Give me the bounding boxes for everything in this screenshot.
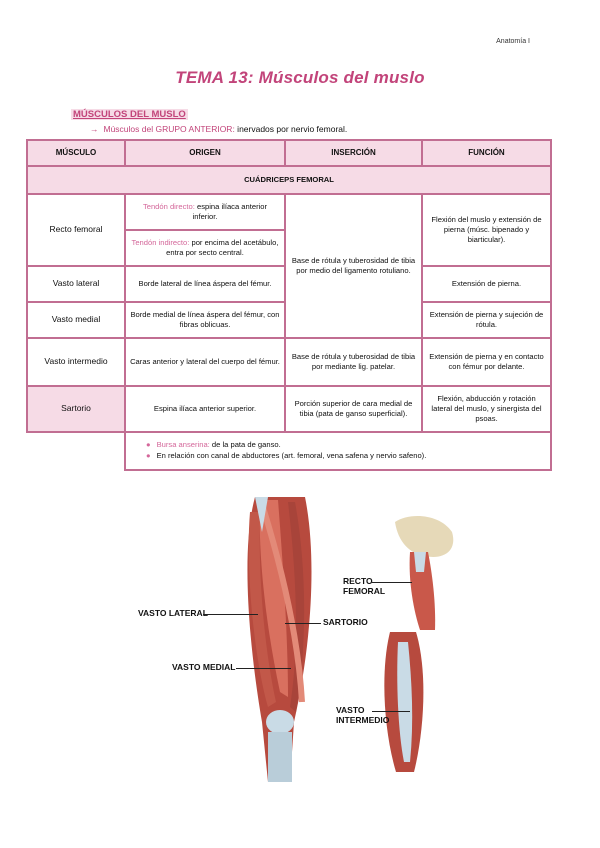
vasto-lateral-origin: Borde lateral de línea áspera del fémur. [124,265,286,303]
note-bursa-key: Bursa anserina: [156,440,210,449]
recto-femoral-illustration [380,512,462,630]
tendon-direct-label: Tendón directo: [142,201,195,211]
note-canal: ● En relación con canal de abductores (ar… [146,451,542,461]
page-header: Anatomía I [496,38,530,45]
notes-cell: ● Bursa anserina: de la pata de ganso. ● E… [124,431,552,471]
subheading: → Músculos del GRUPO ANTERIOR: inervados … [90,124,347,134]
sartorio-insertion: Porción superior de cara medial de tibia… [284,385,423,433]
recto-origin-indirect: Tendón indirecto: por encima del acetábu… [124,229,286,267]
note-bursa: ● Bursa anserina: de la pata de ganso. [146,440,542,450]
muscle-vasto-medial: Vasto medial [26,301,126,339]
sartorio-origin: Espina ilíaca anterior superior. [124,385,286,433]
label-vasto-medial: VASTO MEDIAL [172,662,236,672]
shared-insertion: Base de rótula y tuberosidad de tibia po… [284,193,423,339]
label-vasto-lateral: VASTO LATERAL [138,608,208,618]
tendon-direct-text: espina ilíaca anterior inferior. [192,201,268,221]
muscle-recto-femoral: Recto femoral [26,193,126,267]
bullet-icon: ● [146,451,151,461]
vasto-intermedio-illustration [362,632,442,772]
label-vasto-intermedio: VASTO INTERMEDIO [336,705,390,726]
vasto-intermedio-origin: Caras anterior y lateral del cuerpo del … [124,337,286,387]
leader-line [285,623,321,624]
muscle-vasto-intermedio: Vasto intermedio [26,337,126,387]
recto-function: Flexión del muslo y extensión de pierna … [421,193,552,267]
leader-line [372,711,410,712]
vasto-medial-function: Extensión de pierna y sujeción de rótula… [421,301,552,339]
subheading-rest: inervados por nervio femoral. [234,124,348,134]
leader-line [236,668,291,669]
leader-line [203,614,258,615]
tendon-indirect-label: Tendón indirecto: [131,237,190,247]
col-header-muscle: MÚSCULO [26,139,126,167]
muscle-table: MÚSCULO ORIGEN INSERCIÓN FUNCIÓN CUÁDRIC… [26,139,552,471]
leader-line [372,582,412,583]
muscle-sartorio: Sartorio [26,385,126,433]
bullet-icon: ● [146,440,151,449]
col-header-insertion: INSERCIÓN [284,139,423,167]
vasto-medial-origin: Borde medial de línea áspera del fémur, … [124,301,286,339]
vasto-lateral-function: Extensión de pierna. [421,265,552,303]
tendon-indirect-text: por encima del acetábulo, entra por sect… [166,237,279,257]
sartorio-function: Flexión, abducción y rotación lateral de… [421,385,552,433]
section-heading: MÚSCULOS DEL MUSLO [71,109,188,120]
label-sartorio: SARTORIO [323,617,368,627]
vasto-intermedio-insertion: Base de rótula y tuberosidad de tibia po… [284,337,423,387]
page-title: TEMA 13: Músculos del muslo [175,68,425,87]
label-recto-femoral: RECTO FEMORAL [343,576,386,597]
group-row: CUÁDRICEPS FEMORAL [26,165,552,195]
muscle-vasto-lateral: Vasto lateral [26,265,126,303]
vasto-intermedio-function: Extensión de pierna y en contacto con fé… [421,337,552,387]
arrow-icon: → [90,124,99,134]
recto-origin-direct: Tendón directo: espina ilíaca anterior i… [124,193,286,231]
table-header-row: MÚSCULO ORIGEN INSERCIÓN FUNCIÓN [26,139,552,167]
col-header-origin: ORIGEN [124,139,286,167]
note-canal-text: En relación con canal de abductores (art… [156,451,427,461]
col-header-function: FUNCIÓN [421,139,552,167]
note-bursa-text: de la pata de ganso. [209,440,281,449]
anterior-thigh-illustration [210,492,330,792]
subheading-key: Músculos del GRUPO ANTERIOR: [103,124,235,134]
